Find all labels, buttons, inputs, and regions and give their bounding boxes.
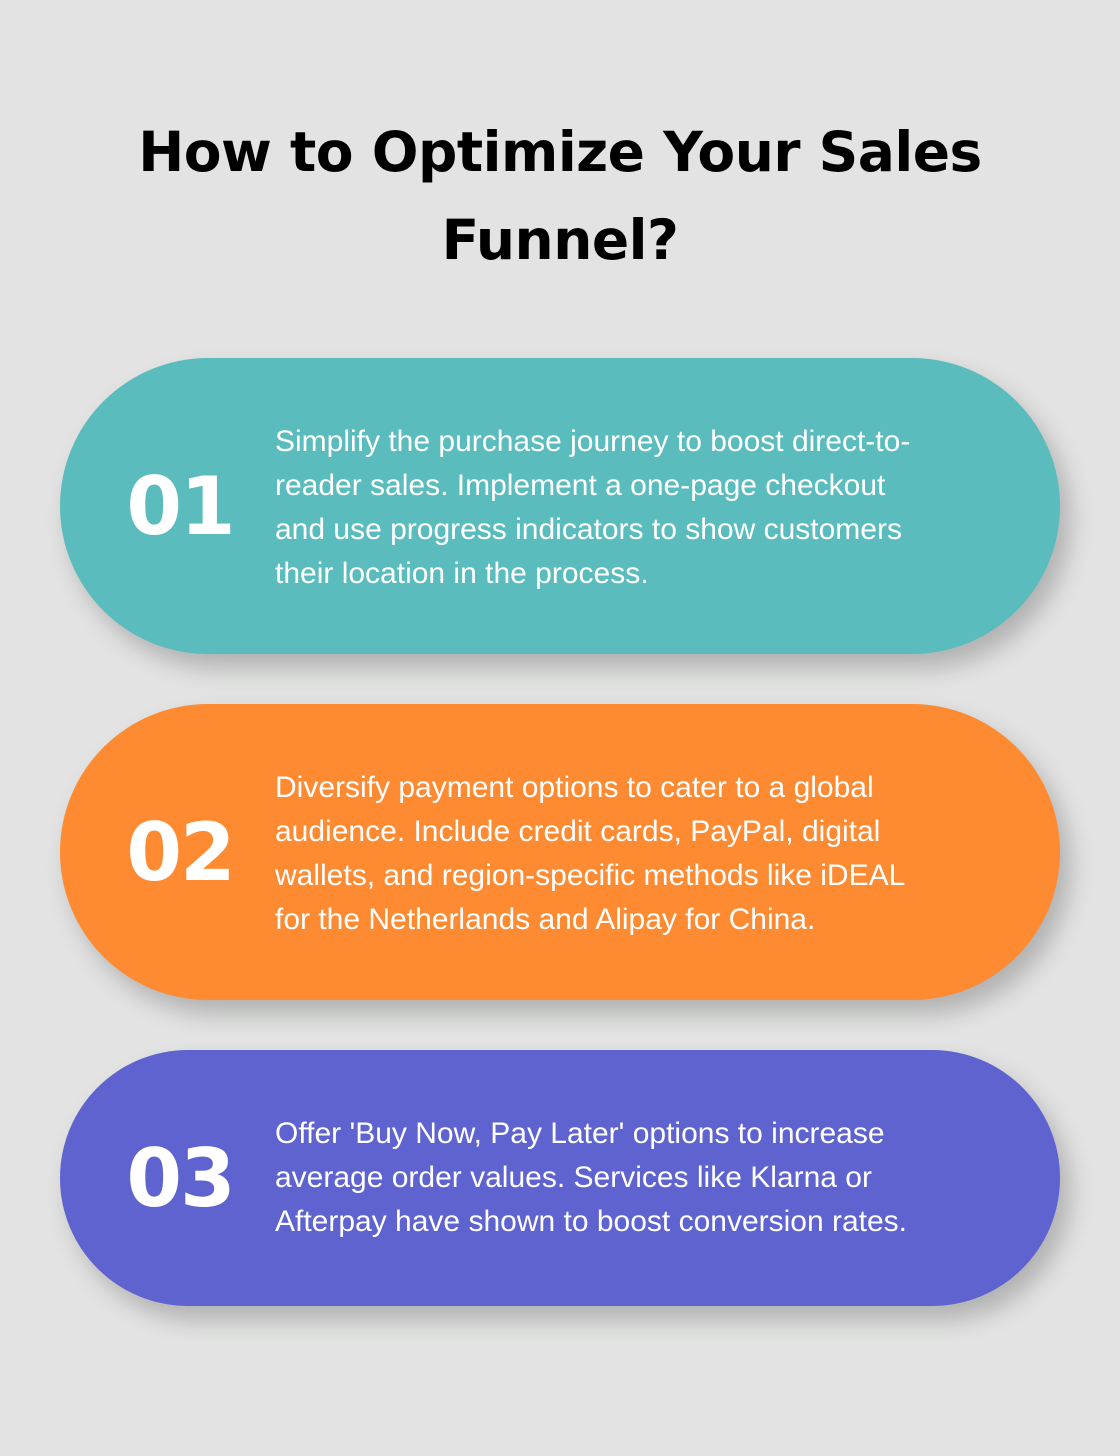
step-number: 03: [126, 1131, 235, 1225]
step-description: Offer 'Buy Now, Pay Later' options to in…: [275, 1117, 908, 1238]
title-line-2: Funnel?: [441, 208, 679, 272]
page-title: How to Optimize Your Sales Funnel?: [0, 108, 1120, 284]
title-line-1: How to Optimize Your Sales: [138, 120, 982, 184]
step-card-3: 03 Offer 'Buy Now, Pay Later' options to…: [60, 1050, 1060, 1306]
step-number: 02: [126, 805, 235, 899]
step-description: Diversify payment options to cater to a …: [275, 771, 906, 936]
step-description: Simplify the purchase journey to boost d…: [275, 425, 911, 590]
step-number: 01: [126, 459, 235, 553]
step-card-1: 01 Simplify the purchase journey to boos…: [60, 358, 1060, 654]
step-card-2: 02 Diversify payment options to cater to…: [60, 704, 1060, 1000]
